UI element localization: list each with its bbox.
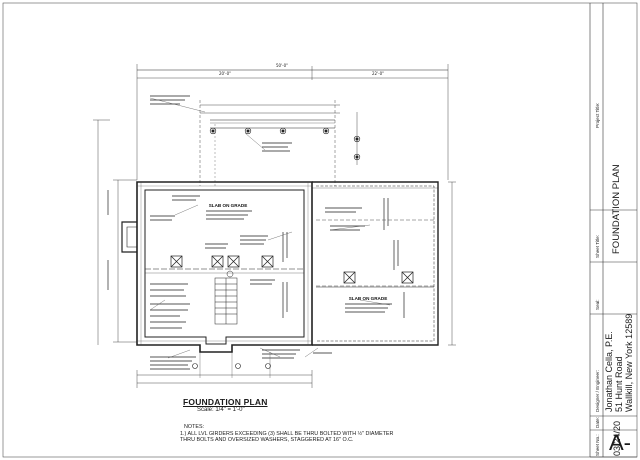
sheet-title-label: Sheet Title:	[595, 235, 600, 258]
foundation-plan-drawing	[93, 64, 456, 388]
notes-block: NOTES: 1.) ALL LVL GIRDERS EXCEEDING (3)…	[178, 424, 393, 444]
designer-address-2: Wallkill, New York 12589	[624, 313, 634, 412]
plan-title: FOUNDATION PLAN	[183, 397, 268, 407]
seal-label: Seal:	[595, 299, 600, 310]
project-title-label: Project Title:	[595, 102, 600, 128]
note-line-2: THRU BOLTS AND OVERSIZED WASHERS, STAGGE…	[180, 437, 354, 444]
sheet-number: A-	[609, 430, 631, 455]
designer-address-1: 51 Hunt Road	[614, 356, 624, 412]
vertical-fine-print	[107, 190, 405, 318]
sheet-title: FOUNDATION PLAN	[611, 164, 622, 254]
overall-width-dimension: 50'-0"	[276, 63, 288, 68]
slab-on-grade-label-basement: SLAB ON GRADE	[209, 203, 248, 208]
plan-scale: Scale: 1/4" = 1'-0"	[197, 407, 245, 413]
date-label: Date:	[595, 417, 600, 428]
designer-name: Jonathan Cella, P.E.	[604, 331, 614, 412]
sheet-no-label: Sheet No.:	[595, 434, 600, 456]
title-block	[589, 3, 637, 458]
left-width-dimension: 20'-0"	[219, 71, 231, 76]
designer-label: Designer / Engineer:	[595, 370, 600, 412]
notes-heading: NOTES:	[184, 424, 205, 430]
fine-print-annotations	[150, 95, 392, 370]
note-line-1: 1.) ALL LVL GIRDERS EXCEEDING (3) SHALL …	[180, 430, 394, 437]
right-width-dimension: 22'-0"	[372, 71, 384, 76]
slab-on-grade-label-garage: SLAB ON GRADE	[349, 296, 388, 301]
